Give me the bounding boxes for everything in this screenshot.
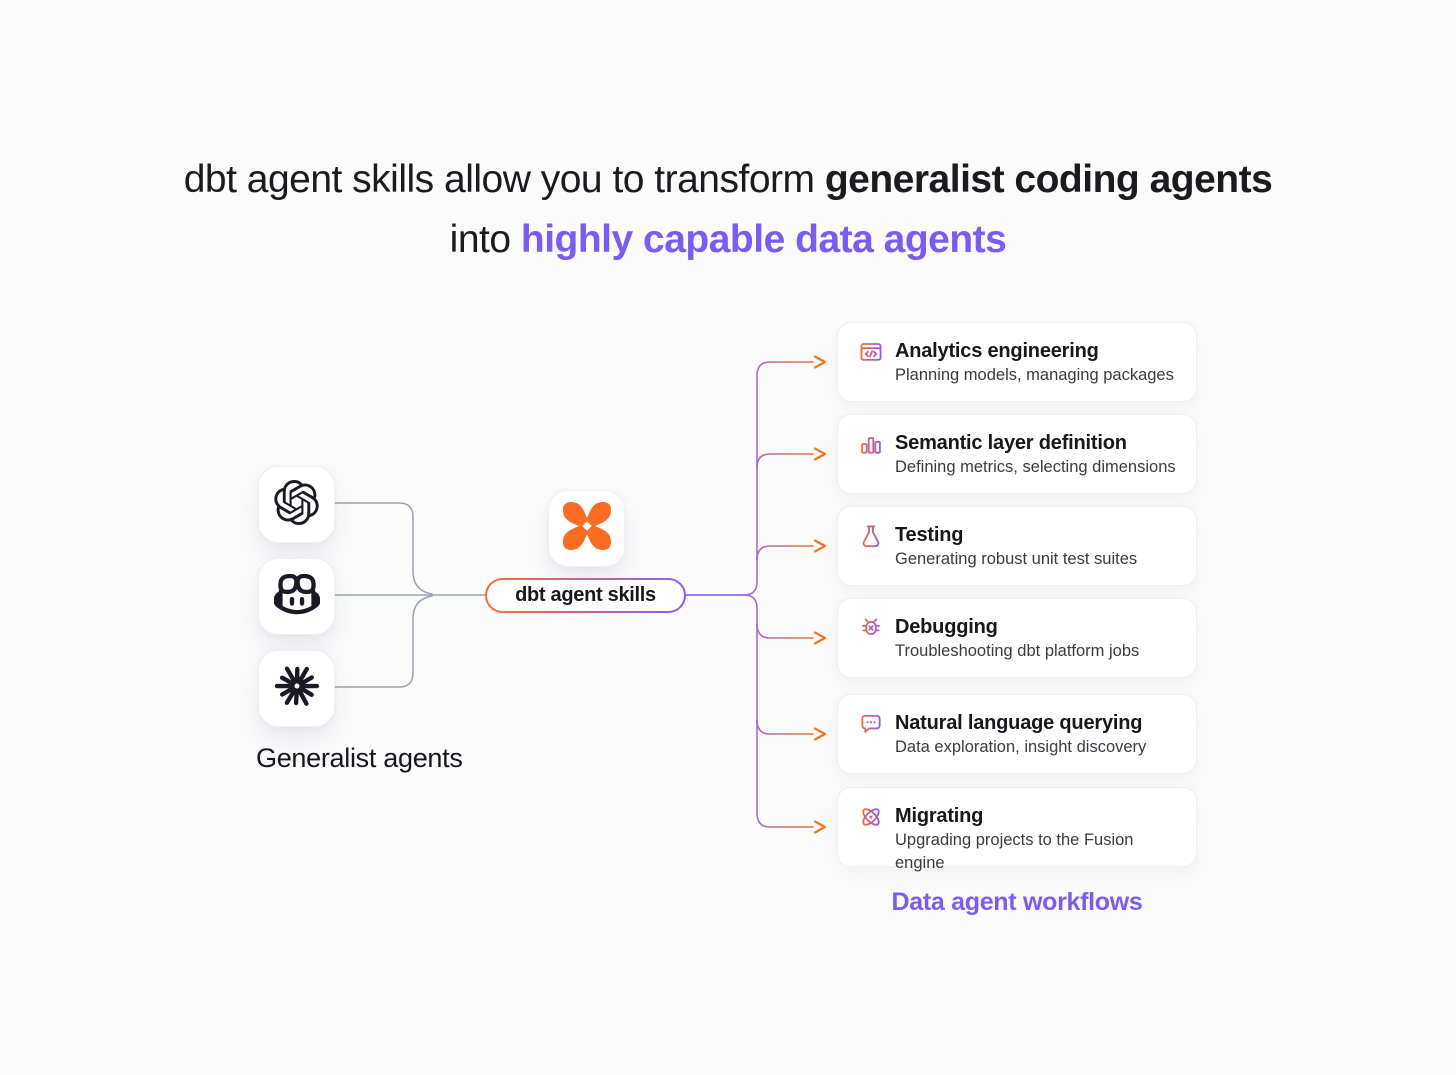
dbt-node	[548, 490, 625, 567]
card-subtitle: Generating robust unit test suites	[895, 550, 1138, 568]
card-title: Natural language querying	[895, 712, 1143, 734]
card-semantic-layer: Semantic layer definition Defining metri…	[837, 414, 1197, 494]
card-title: Semantic layer definition	[895, 432, 1127, 454]
atom-icon	[858, 804, 884, 830]
bug-icon	[858, 615, 884, 641]
headline-line-1: dbt agent skills allow you to transform …	[183, 158, 1273, 201]
chat-bubble-icon	[858, 711, 884, 737]
card-subtitle: Planning models, managing packages	[895, 366, 1174, 384]
data-agent-workflows-label: Data agent workflows	[891, 888, 1143, 916]
card-subtitle: Data exploration, insight discovery	[895, 738, 1147, 756]
card-testing: Testing Generating robust unit test suit…	[837, 506, 1197, 586]
arrowheads	[813, 355, 827, 834]
claude-logo-icon	[272, 661, 322, 716]
card-migrating: Migrating Upgrading projects to the Fusi…	[837, 787, 1197, 872]
github-copilot-logo-icon	[273, 571, 320, 622]
card-analytics-engineering: Analytics engineering Planning models, m…	[837, 322, 1197, 402]
card-subtitle: Defining metrics, selecting dimensions	[895, 458, 1176, 476]
agent-node-claude	[258, 650, 335, 727]
dbt-agent-skills-label: dbt agent skills	[487, 580, 684, 611]
card-title: Migrating	[895, 805, 984, 827]
openai-logo-icon	[274, 479, 319, 530]
card-subtitle: Upgrading projects to the Fusion engine	[895, 831, 1134, 872]
bar-chart-icon	[858, 431, 884, 457]
card-debugging: Debugging Troubleshooting dbt platform j…	[837, 598, 1197, 678]
code-window-icon	[858, 339, 884, 365]
agent-node-openai	[258, 466, 335, 543]
generalist-agents-label: Generalist agents	[256, 743, 463, 773]
card-title: Debugging	[895, 616, 998, 638]
card-title: Analytics engineering	[895, 340, 1099, 362]
card-subtitle: Troubleshooting dbt platform jobs	[895, 642, 1140, 660]
flask-icon	[858, 523, 884, 549]
dbt-agent-skills-pill: dbt agent skills	[485, 578, 686, 613]
headline-line-2: into highly capable data agents	[449, 218, 1007, 261]
dbt-logo-icon	[562, 501, 612, 556]
headline: dbt agent skills allow you to transform …	[0, 150, 1456, 270]
card-title: Testing	[895, 524, 964, 546]
agent-node-copilot	[258, 558, 335, 635]
card-natural-language-querying: Natural language querying Data explorati…	[837, 694, 1197, 774]
